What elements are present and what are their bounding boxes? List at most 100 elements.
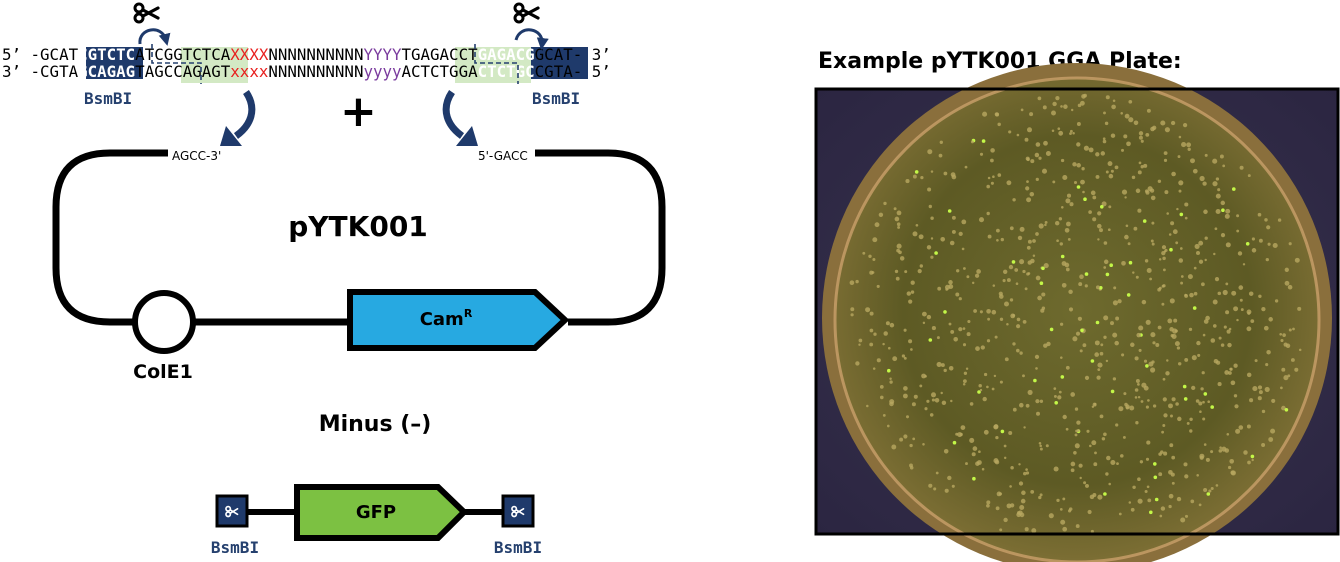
colony [1186,421,1190,425]
colony [1066,193,1072,198]
colony [948,280,953,285]
colony [1248,291,1254,296]
colony [993,424,999,429]
origin-label: ColE1 [133,361,193,383]
colony [1137,498,1143,504]
colony [869,311,874,316]
bsmbi-box-right [501,494,535,528]
colony [1168,233,1172,236]
colony [1026,197,1032,203]
colony [1035,177,1039,182]
colony [1130,342,1135,348]
sequence-segment: xxxx [230,62,268,81]
colony [1146,108,1151,113]
colony [905,179,910,184]
colony [1160,506,1166,511]
colony [996,238,999,242]
colony [955,292,960,297]
colony [908,339,913,344]
sequence-segment: GCAGAG [78,62,135,81]
colony [874,222,880,228]
colony [912,437,916,441]
colony [1242,263,1246,266]
colony [1284,408,1289,412]
colony [948,366,954,371]
colony [975,346,980,351]
colony [1122,435,1126,439]
colony [1070,392,1076,397]
colony [1041,292,1046,297]
colony [976,269,981,274]
colony [1237,251,1243,256]
colony [1029,112,1034,117]
colony [1074,433,1078,437]
sequence-segment: CTCTGC [478,62,535,81]
colony [1268,437,1274,442]
colony [1168,403,1173,409]
colony [889,380,893,384]
colony [1224,448,1230,453]
colony [961,219,967,225]
colony [1226,433,1230,436]
colony [1062,497,1066,501]
sequence-segment: NNNNNNNNNN [268,62,363,81]
colony [865,307,871,313]
colony [876,284,880,288]
colony [1143,163,1148,168]
colony [1243,450,1248,455]
colony [1064,262,1070,268]
colony [1070,461,1076,467]
origin-circle [132,290,196,354]
colony [920,175,924,180]
colony [1095,320,1100,325]
colony [1236,229,1240,233]
colony [869,270,874,275]
colony [1038,495,1042,500]
colony [997,173,1002,177]
colony [1085,483,1089,488]
colony [866,404,869,408]
colony [1176,207,1179,211]
colony [1195,250,1201,256]
colony [1014,268,1019,272]
colony [1003,269,1008,274]
colony [949,240,955,246]
colony [1294,257,1300,263]
colony [1101,201,1107,207]
colony [940,363,945,368]
colony [1019,505,1025,510]
colony [1084,272,1089,276]
colony [894,216,900,222]
colony [958,231,963,237]
minus-title: Minus (–) [319,412,432,437]
colony [1023,471,1027,476]
colony [1138,131,1144,136]
colony [1197,353,1201,357]
colony [1049,327,1054,332]
colony [1060,356,1063,359]
colony [1212,299,1218,305]
colony [1201,371,1205,375]
colony [1261,306,1266,312]
colony [1025,471,1030,475]
colony [1082,190,1085,194]
colony [1164,127,1170,133]
colony [1160,450,1164,454]
colony [1022,374,1025,378]
colony [1035,275,1041,281]
colony [1222,289,1228,296]
colony [981,139,986,143]
colony [1056,239,1059,243]
camr-gene-arrow [347,289,570,351]
colony [1092,493,1097,497]
colony [1284,267,1289,272]
colony [1144,259,1149,263]
colony [1009,226,1014,231]
colony [1128,501,1132,504]
colony [1213,252,1216,256]
sequence-bottom-strand: 3’ -CGTAGCAGAGTAGCCAGAGTxxxxNNNNNNNNNNyy… [2,62,611,81]
colony [1180,517,1186,523]
colony [1145,319,1151,325]
colony [849,280,855,286]
colony [1053,394,1057,398]
